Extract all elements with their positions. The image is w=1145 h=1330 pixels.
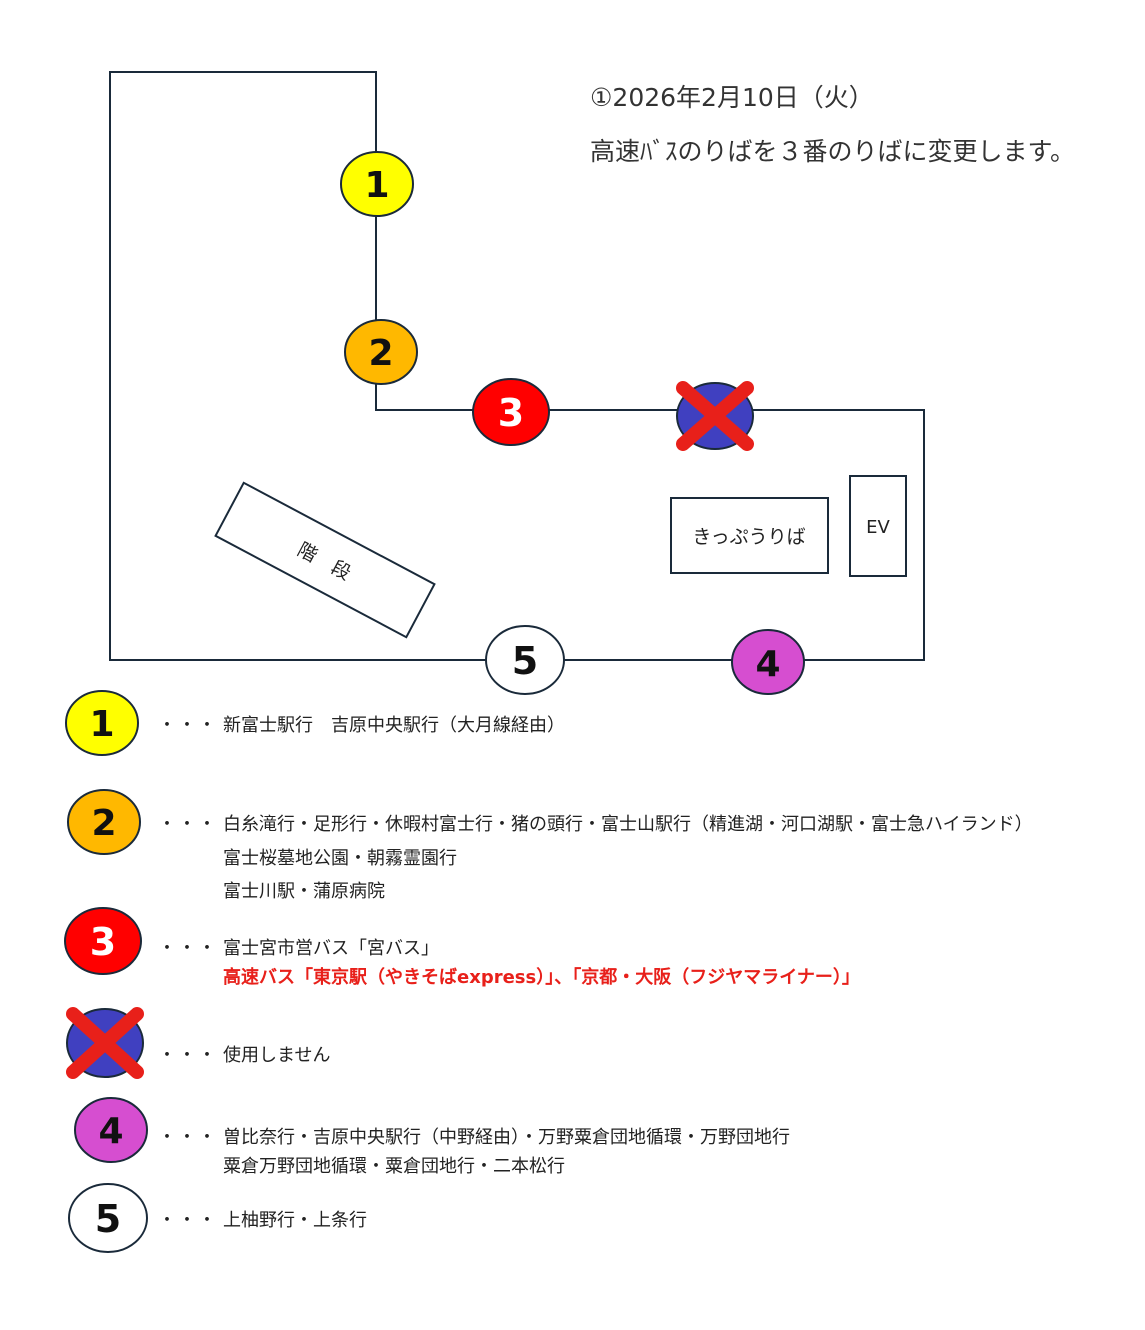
notice-message: 高速ﾊﾞｽのりばを３番のりばに変更します。 — [590, 137, 1076, 166]
notice-date: ①2026年2月10日（火） — [590, 83, 874, 112]
legend-item-4: ・・・曽比奈行・吉原中央駅行（中野経由）・万野粟倉団地循環・万野団地行 — [158, 1127, 790, 1148]
legend-item-3-highway: 高速バス「東京駅（やきそばexpress）」、「京都・大阪（フジヤマライナー）」 — [223, 967, 860, 988]
legend-item-3: ・・・富士宮市営バス「宮バス」 — [158, 938, 439, 959]
legend-item-closed: ・・・使用しません — [158, 1045, 331, 1066]
legend-marker-2: 2 — [67, 789, 141, 855]
svg-text:2: 2 — [91, 803, 116, 844]
legend-marker-4: 4 — [74, 1097, 148, 1163]
legend-item-4-line-2: 粟倉万野団地循環・粟倉団地行・二本松行 — [223, 1156, 565, 1177]
stop-2-number: 2 — [368, 333, 393, 374]
ticket-office-label: きっぷうりば — [692, 526, 805, 548]
legend-item-2-line-2: 富士桜墓地公園・朝霧霊園行 — [223, 848, 457, 869]
stop-1-number: 1 — [364, 165, 389, 206]
stop-2: 2 — [344, 319, 418, 385]
stairs: 階 段 — [214, 481, 436, 639]
legend-marker-1: 1 — [65, 690, 139, 756]
svg-text:5: 5 — [95, 1197, 121, 1241]
legend-item-5: ・・・上柚野行・上条行 — [158, 1210, 367, 1231]
legend-item-2: ・・・白糸滝行・足形行・休暇村富士行・猪の頭行・富士山駅行（精進湖・河口湖駅・富… — [158, 814, 1033, 835]
stop-1: 1 — [340, 151, 414, 217]
ticket-office — [670, 497, 829, 574]
legend-marker-3: 3 — [64, 907, 142, 975]
svg-text:3: 3 — [90, 920, 116, 964]
stop-5-number: 5 — [512, 639, 538, 683]
stop-4-number: 4 — [755, 644, 780, 685]
legend-item-2-line-3: 富士川駅・蒲原病院 — [223, 881, 385, 902]
stop-3-number: 3 — [498, 391, 524, 435]
legend-item-1: ・・・新富士駅行 吉原中央駅行（大月線経由） — [158, 715, 565, 736]
stop-closed — [676, 381, 754, 451]
legend-marker-closed — [66, 1007, 144, 1079]
legend-marker-5: 5 — [68, 1183, 148, 1253]
svg-text:1: 1 — [89, 704, 114, 745]
elevator — [849, 475, 907, 577]
elevator-label: EV — [866, 517, 890, 538]
stop-3: 3 — [472, 378, 550, 446]
svg-text:4: 4 — [98, 1111, 123, 1152]
stop-5: 5 — [485, 625, 565, 695]
stop-4: 4 — [731, 629, 805, 695]
